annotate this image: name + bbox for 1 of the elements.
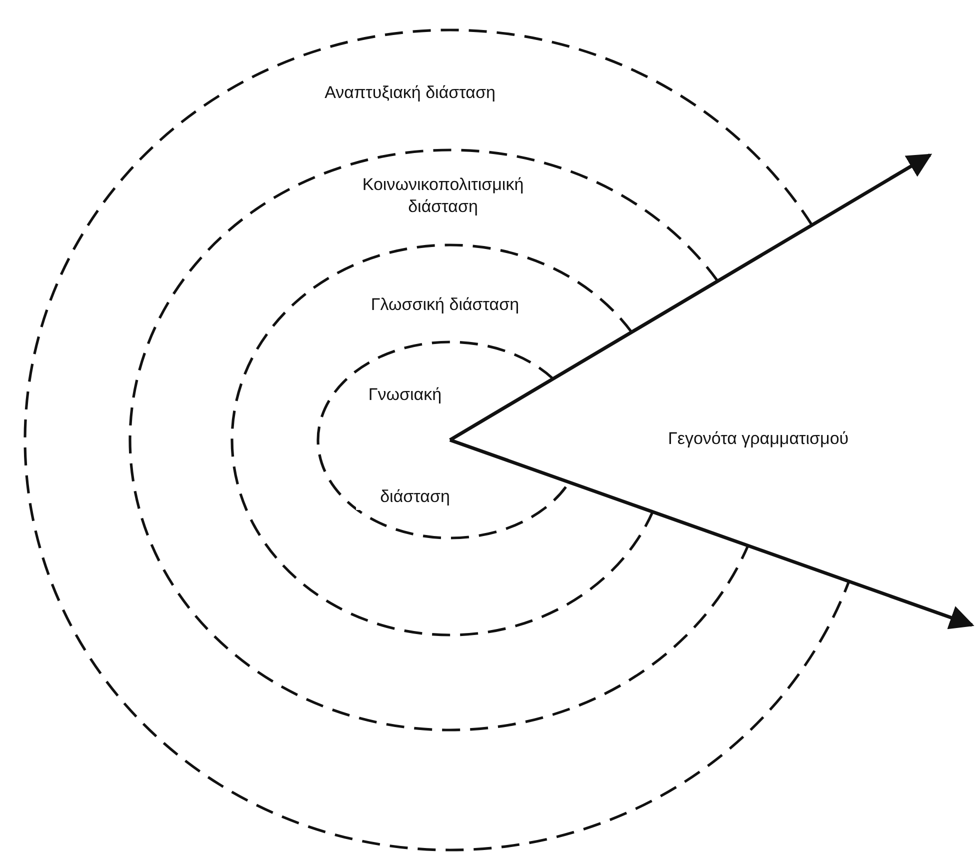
region-label: Γεγονότα γραμματισμού <box>668 429 849 449</box>
